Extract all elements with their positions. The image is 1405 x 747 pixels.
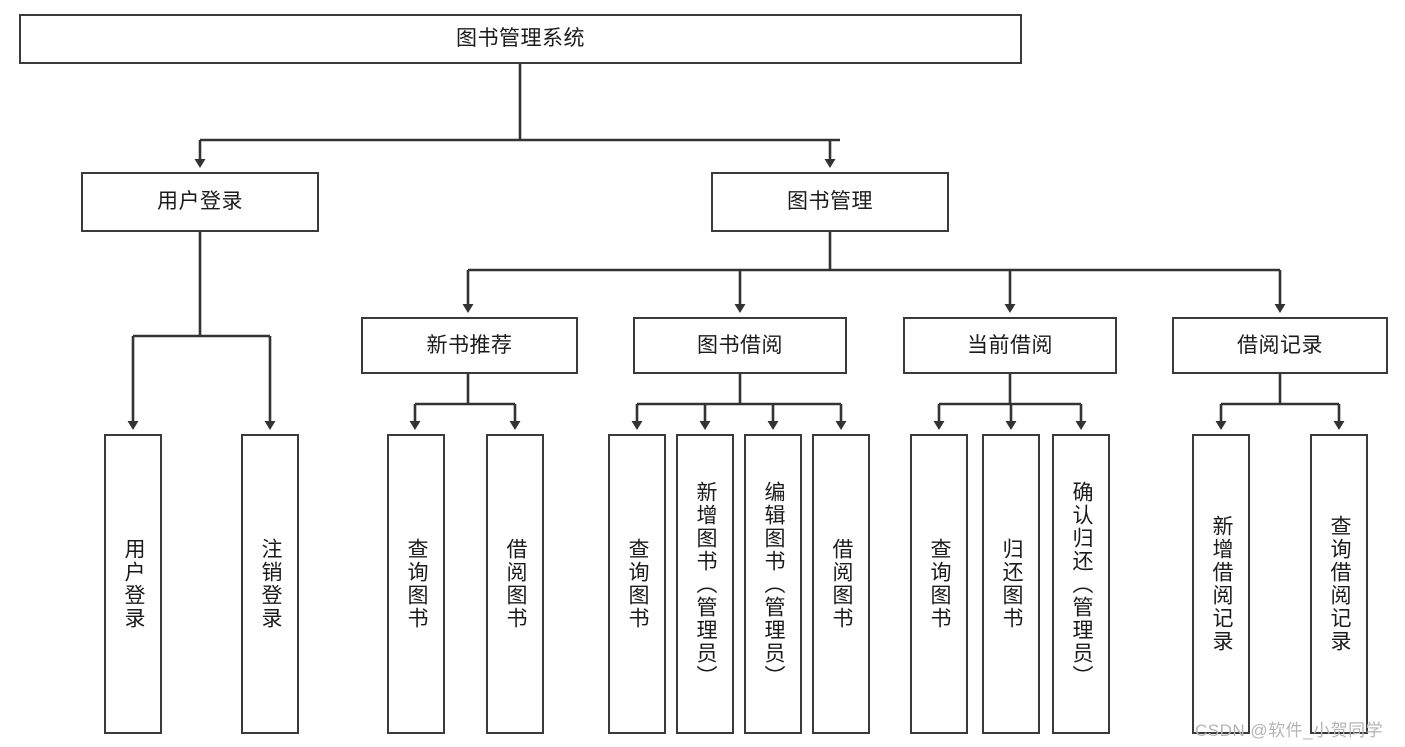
node-leaf-add-record-label: 新增借阅记录 <box>1210 515 1234 653</box>
node-leaf-query-book-1-label: 查询图书 <box>405 538 429 630</box>
connector-current-borrow-to-leaves <box>933 374 1087 430</box>
node-leaf-return-book[interactable]: 归还图书 <box>982 434 1040 734</box>
node-leaf-add-book-label: 新增图书（管理员） <box>694 480 718 688</box>
node-leaf-edit-book-label: 编辑图书（管理员） <box>762 480 786 688</box>
node-leaf-user-logout[interactable]: 注销登录 <box>241 434 299 734</box>
node-user-login-label: 用户登录 <box>157 190 243 214</box>
node-borrow-record-label: 借阅记录 <box>1237 333 1323 357</box>
node-book-manage[interactable]: 图书管理 <box>711 172 949 232</box>
node-leaf-query-record-label: 查询借阅记录 <box>1328 515 1352 653</box>
node-leaf-borrow-book-1[interactable]: 借阅图书 <box>486 434 544 734</box>
node-root[interactable]: 图书管理系统 <box>19 14 1022 64</box>
node-leaf-confirm-return-label: 确认归还（管理员） <box>1070 480 1094 688</box>
node-new-book-rec-label: 新书推荐 <box>426 333 513 357</box>
node-current-borrow[interactable]: 当前借阅 <box>903 317 1117 374</box>
node-leaf-user-login[interactable]: 用户登录 <box>104 434 162 734</box>
node-borrow-record[interactable]: 借阅记录 <box>1172 317 1388 374</box>
node-leaf-query-book-2-label: 查询图书 <box>626 538 650 630</box>
node-book-manage-label: 图书管理 <box>787 190 873 214</box>
node-new-book-rec[interactable]: 新书推荐 <box>361 317 578 374</box>
connector-root-to-level2 <box>194 64 840 168</box>
node-leaf-add-book[interactable]: 新增图书（管理员） <box>676 434 734 734</box>
node-leaf-return-book-label: 归还图书 <box>1000 538 1024 630</box>
node-leaf-user-logout-label: 注销登录 <box>259 538 283 630</box>
node-leaf-query-book-3[interactable]: 查询图书 <box>910 434 968 734</box>
node-user-login[interactable]: 用户登录 <box>81 172 319 232</box>
connector-user-login-to-leaves <box>127 232 276 430</box>
node-leaf-confirm-return[interactable]: 确认归还（管理员） <box>1052 434 1110 734</box>
watermark-text: CSDN @软件_小贺同学 <box>1195 721 1384 740</box>
node-book-borrow-label: 图书借阅 <box>697 333 783 357</box>
node-leaf-query-book-3-label: 查询图书 <box>928 538 952 630</box>
node-current-borrow-label: 当前借阅 <box>967 333 1053 357</box>
connector-book-borrow-to-leaves <box>631 374 847 430</box>
node-leaf-add-record[interactable]: 新增借阅记录 <box>1192 434 1250 734</box>
node-leaf-edit-book[interactable]: 编辑图书（管理员） <box>744 434 802 734</box>
node-leaf-borrow-book-2-label: 借阅图书 <box>830 538 854 630</box>
connector-borrow-record-to-leaves <box>1215 374 1345 430</box>
node-book-borrow[interactable]: 图书借阅 <box>633 317 847 374</box>
connector-new-book-rec-to-leaves <box>409 374 521 430</box>
node-leaf-query-book-1[interactable]: 查询图书 <box>387 434 445 734</box>
node-leaf-borrow-book-1-label: 借阅图书 <box>504 538 528 630</box>
node-root-label: 图书管理系统 <box>456 27 585 51</box>
node-leaf-user-login-label: 用户登录 <box>122 538 146 630</box>
node-leaf-borrow-book-2[interactable]: 借阅图书 <box>812 434 870 734</box>
connector-book-manage-to-level3 <box>462 232 1286 313</box>
node-leaf-query-record[interactable]: 查询借阅记录 <box>1310 434 1368 734</box>
node-leaf-query-book-2[interactable]: 查询图书 <box>608 434 666 734</box>
